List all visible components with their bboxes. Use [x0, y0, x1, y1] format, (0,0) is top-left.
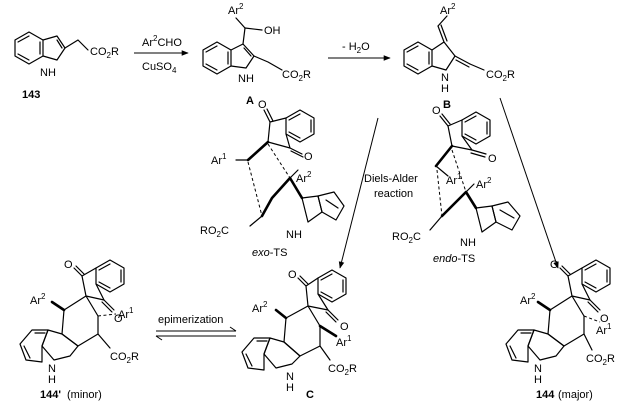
ar2-label: Ar2	[520, 292, 536, 307]
o-label: O	[340, 321, 349, 333]
n-label: N	[48, 363, 56, 375]
intermediate-b-structure: Ar2 N H CO2R	[403, 2, 515, 95]
h-label: H	[48, 374, 56, 386]
nh-label: NH	[286, 229, 302, 241]
ar2-label: Ar2	[252, 300, 268, 315]
o-label: O	[600, 313, 609, 325]
epimerization-bottom-head	[155, 335, 163, 341]
co2r-label: CO2R	[282, 69, 311, 83]
minus-water-label: - H2O	[342, 41, 370, 55]
intermediate-a-label: A	[246, 95, 254, 107]
o-label: O	[550, 259, 559, 271]
exo-ts-label: exo-TS	[252, 247, 287, 259]
o-label: O	[304, 151, 313, 163]
reagent-ar2cho: Ar2CHO	[142, 34, 182, 49]
oh-label: OH	[264, 25, 281, 37]
co2r-label: CO2R	[90, 46, 119, 60]
product-c-label: C	[306, 389, 314, 401]
diels-alder-label: Diels-Alder	[364, 173, 418, 185]
co2r-label: CO2R	[486, 69, 515, 83]
reaction-label: reaction	[374, 188, 413, 200]
ar1-label: Ar1	[211, 152, 227, 167]
ar2-label: Ar2	[30, 292, 46, 307]
o-label: O	[432, 105, 441, 117]
compound-143-structure: NH CO2R	[14, 31, 119, 79]
major-note: (major)	[558, 389, 593, 401]
ar2-label: Ar2	[228, 2, 244, 17]
ar1-label: Ar1	[118, 306, 134, 321]
ar1-label: Ar1	[446, 172, 462, 187]
arrow-endo-da	[499, 97, 559, 269]
nh-label: NH	[238, 73, 254, 85]
epimerization-label: epimerization	[158, 314, 223, 326]
arrow-exo-da	[338, 117, 379, 269]
endo-ts-label: endo-TS	[433, 253, 475, 265]
nh-label: NH	[460, 237, 476, 249]
o-label: O	[258, 99, 267, 111]
o-label: O	[288, 269, 297, 281]
minor-note: (minor)	[67, 389, 102, 401]
compound-144-major-label: 144	[536, 389, 555, 401]
endo-ts-structure: O O Ar1 Ar2 RO2C NH	[392, 105, 521, 249]
h-label: H	[286, 382, 294, 394]
ro2c-label: RO2C	[392, 231, 421, 245]
co2r-label: CO2R	[110, 351, 139, 365]
ar2-label: Ar2	[476, 176, 492, 191]
product-c-structure: O O Ar2 Ar1 CO2R N H	[241, 269, 357, 394]
co2r-label: CO2R	[328, 363, 357, 377]
intermediate-a-structure: Ar2 OH NH CO2R	[202, 2, 311, 85]
nh-label: NH	[40, 67, 56, 79]
o-label: O	[488, 153, 497, 165]
o-label: O	[114, 313, 123, 325]
ar1-label: Ar1	[336, 334, 352, 349]
h-label: H	[534, 374, 542, 386]
reagent-cuso4: CuSO4	[142, 61, 177, 75]
compound-143-label: 143	[22, 89, 40, 101]
n-label: N	[534, 363, 542, 375]
n-label: N	[441, 72, 449, 84]
n-label: N	[286, 371, 294, 383]
ar1-label: Ar1	[596, 322, 612, 337]
compound-144-minor-structure: O O Ar2 Ar1 CO2R N H	[19, 259, 139, 386]
ar2-label: Ar2	[440, 2, 456, 17]
co2r-label: CO2R	[586, 353, 615, 367]
epimerization-top-head	[229, 326, 237, 332]
ro2c-label: RO2C	[200, 225, 229, 239]
ar2-label: Ar2	[296, 170, 312, 185]
intermediate-b-label: B	[443, 99, 451, 111]
exo-ts-structure: O O Ar1 Ar2 RO2C NH	[200, 99, 345, 241]
o-label: O	[64, 259, 73, 271]
h-label: H	[441, 83, 449, 95]
compound-144-minor-label: 144'	[40, 389, 61, 401]
compound-144-major-structure: O O Ar2 Ar1 CO2R N H	[505, 259, 615, 386]
